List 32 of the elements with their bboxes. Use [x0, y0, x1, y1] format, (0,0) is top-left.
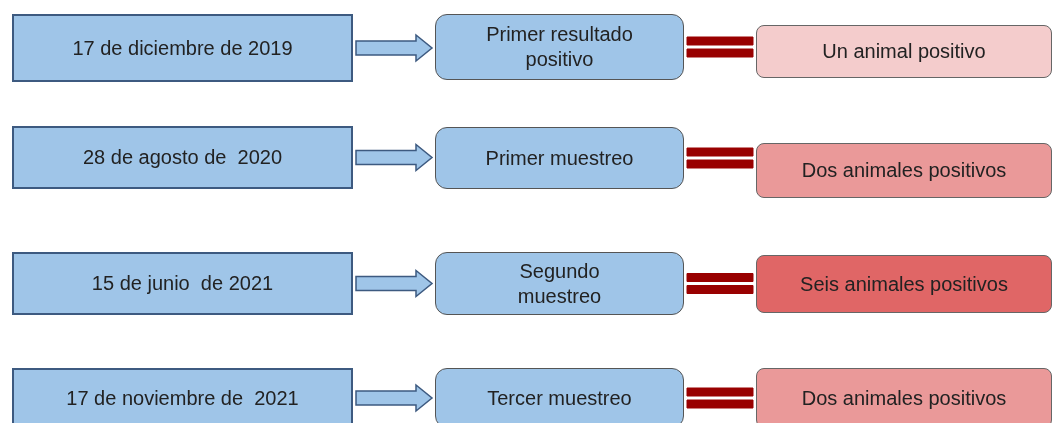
node-text: 17 de diciembre de 2019 [72, 35, 293, 61]
equals-connector [686, 147, 754, 169]
block-arrow [355, 383, 434, 413]
node-text: Un animal positivo [822, 39, 986, 64]
block-arrow [355, 33, 434, 63]
node-text: Segundo muestreo [516, 258, 603, 309]
node-text: Dos animales positivos [801, 158, 1007, 183]
block-arrow [355, 142, 434, 173]
result-box [756, 255, 1052, 313]
result-box [756, 143, 1052, 198]
stage-box [435, 252, 684, 315]
result-box [756, 368, 1052, 423]
node-text: Primer muestreo [485, 145, 634, 171]
stage-box [435, 127, 684, 189]
equals-connector [686, 36, 754, 58]
date-box [12, 368, 353, 423]
equals-connector [686, 273, 754, 294]
node-text: 28 de agosto de 2020 [82, 145, 283, 170]
block-arrow [355, 268, 434, 299]
node-text: 15 de junio de 2021 [91, 271, 274, 296]
date-box [12, 252, 353, 315]
node-text: Tercer muestreo [487, 385, 632, 411]
node-text: Primer resultado positivo [485, 22, 634, 72]
stage-box [435, 14, 684, 80]
date-box [12, 126, 353, 189]
date-box [12, 14, 353, 82]
node-text: Seis animales positivos [800, 271, 1008, 297]
equals-connector [686, 387, 754, 409]
result-box [756, 25, 1052, 78]
stage-box [435, 368, 684, 423]
node-text: Dos animales positivos [801, 385, 1007, 411]
node-text: 17 de noviembre de 2021 [66, 385, 299, 411]
